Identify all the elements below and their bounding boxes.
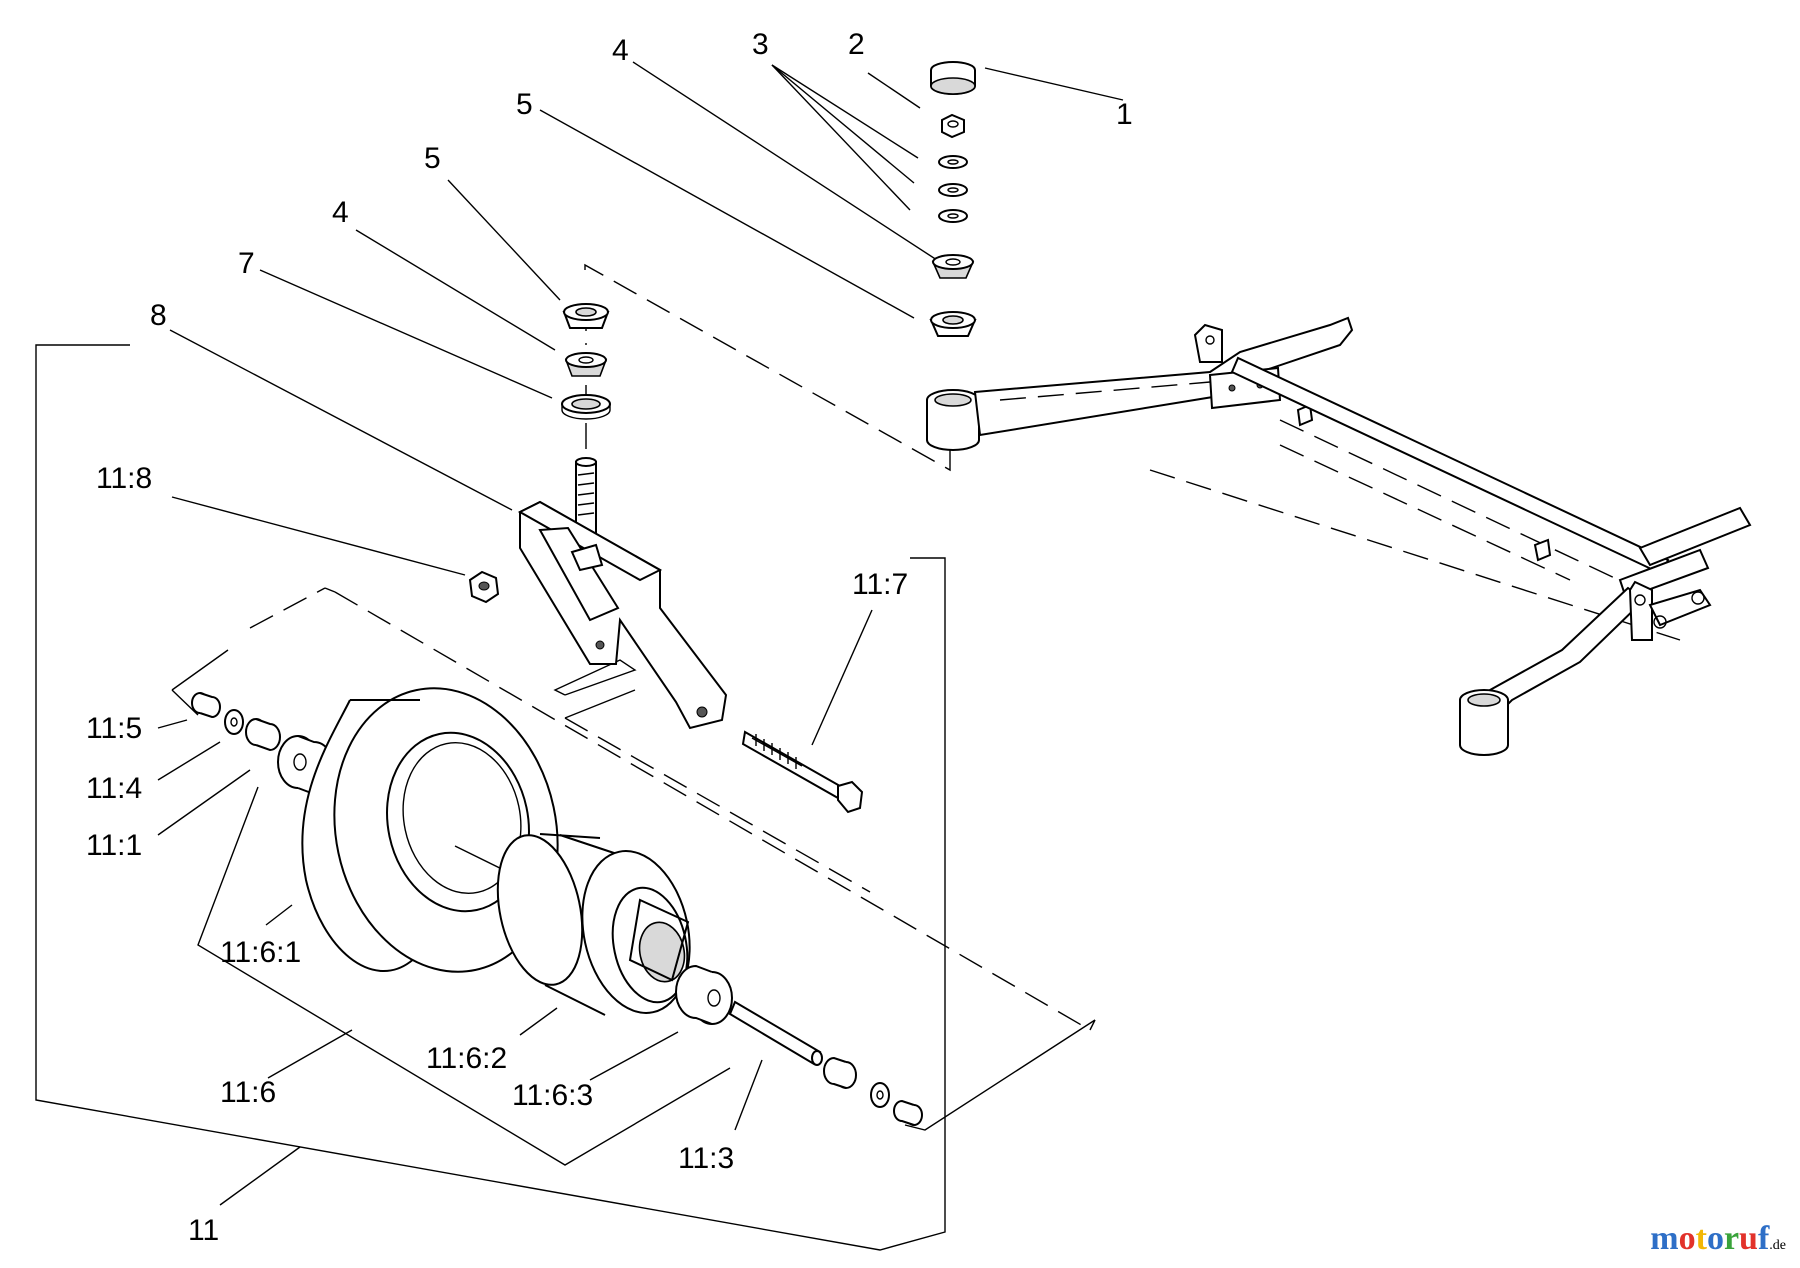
callout-7: 7	[238, 247, 255, 280]
callout-4-lower: 4	[332, 196, 349, 229]
watermark-letter: f	[1757, 1220, 1770, 1257]
tire	[301, 687, 559, 973]
assembly-outline	[35, 344, 946, 1251]
axle-spacer	[728, 1000, 823, 1066]
spacer-right	[893, 1099, 923, 1126]
callout-4-upper: 4	[612, 34, 629, 67]
callout-11-5: 11:5	[86, 712, 142, 745]
upper-bearing	[931, 254, 975, 279]
watermark-letter: o	[1678, 1220, 1696, 1257]
lower-bearing-cup	[562, 303, 610, 329]
front-axle-frame	[926, 316, 1752, 756]
axle-bolt	[741, 730, 864, 814]
lower-bearing	[564, 352, 608, 377]
watermark-letter: o	[1706, 1220, 1724, 1257]
callout-labels: 1 2 3 4 5 5 4 7 8 11:8 11:7 11:5 11:4 11…	[86, 28, 1133, 1247]
callout-1: 1	[1116, 98, 1133, 131]
spacer-left	[191, 692, 221, 719]
bearing-right	[675, 964, 733, 1025]
watermark-domain: .de	[1769, 1238, 1786, 1253]
callout-11-4: 11:4	[86, 772, 142, 805]
callout-11-6-2: 11:6:2	[426, 1042, 507, 1075]
callout-2: 2	[848, 28, 865, 61]
watermark-letter: m	[1650, 1220, 1679, 1257]
callout-11-6-3: 11:6:3	[512, 1079, 593, 1112]
upper-bearing-cup	[929, 311, 977, 337]
callout-11-7: 11:7	[852, 568, 908, 601]
watermark-letter: r	[1723, 1220, 1740, 1257]
dust-cap	[930, 61, 976, 95]
watermark-brand: motoruf	[1650, 1220, 1769, 1257]
bushing-right	[823, 1056, 857, 1089]
axle-nut	[468, 570, 500, 604]
watermark-logo: motoruf.de	[1650, 1220, 1786, 1258]
callout-5-lower: 5	[424, 142, 441, 175]
callout-11: 11	[188, 1214, 219, 1247]
callout-11-6-1: 11:6:1	[220, 936, 301, 969]
lock-nut	[941, 113, 965, 139]
watermark-letter: t	[1695, 1220, 1707, 1257]
leader-lines	[157, 61, 1124, 1206]
wheel-hub	[496, 833, 691, 1016]
axis-lines	[171, 263, 1681, 1131]
callout-3: 3	[752, 28, 769, 61]
callout-8: 8	[150, 299, 167, 332]
callout-11-3: 11:3	[678, 1142, 734, 1175]
washers	[938, 155, 968, 223]
callout-11-6: 11:6	[220, 1076, 276, 1109]
callout-11-1: 11:1	[86, 829, 142, 862]
callout-11-8: 11:8	[96, 462, 152, 495]
washer-right	[870, 1082, 890, 1108]
watermark-letter: u	[1739, 1220, 1758, 1257]
callout-5-upper: 5	[516, 88, 533, 121]
grease-seal	[561, 394, 611, 420]
caster-fork	[517, 457, 728, 730]
washer-left	[224, 709, 244, 735]
bushing-left	[245, 718, 281, 752]
